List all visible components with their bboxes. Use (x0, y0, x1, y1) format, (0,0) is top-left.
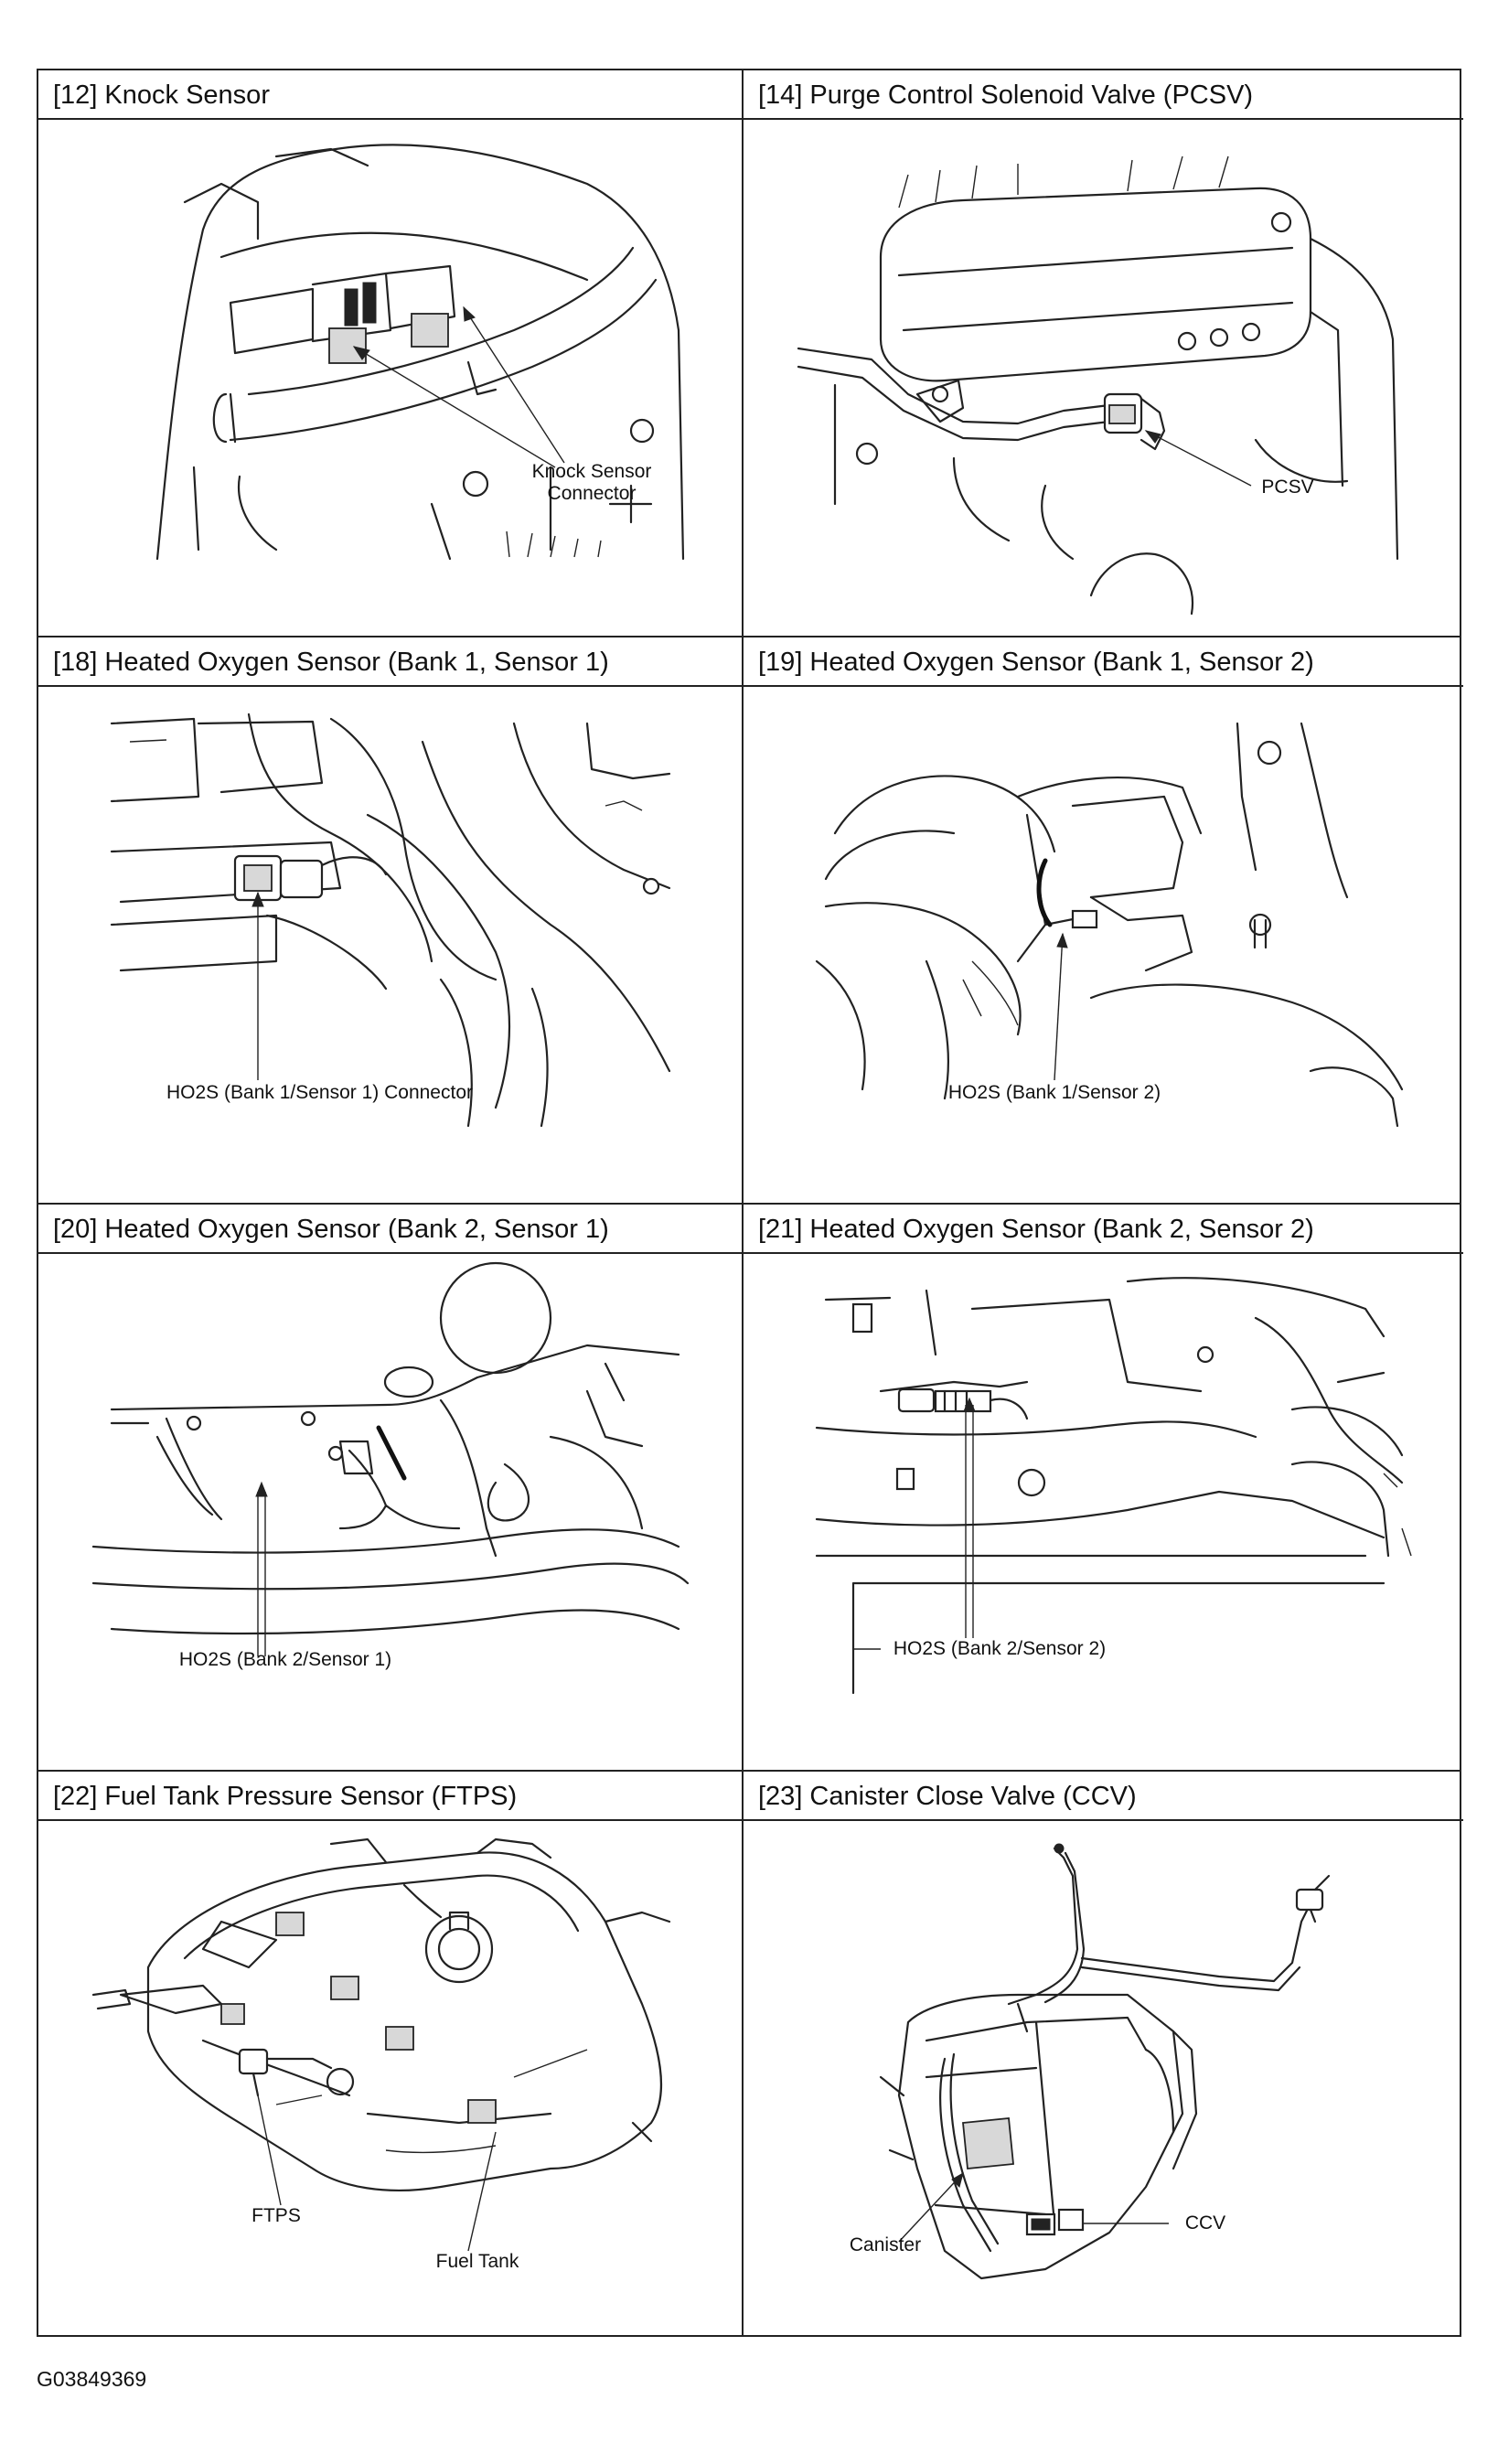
panel-title: [22] Fuel Tank Pressure Sensor (FTPS) (38, 1772, 742, 1821)
panel-title: [18] Heated Oxygen Sensor (Bank 1, Senso… (38, 637, 742, 687)
row-divider (38, 636, 1460, 637)
ftps-callout: FTPS (251, 2205, 301, 2226)
canister-callout: Canister (849, 2234, 922, 2255)
knock-sensor-drawing (155, 144, 685, 561)
ho2s-b2s2-drawing (815, 1277, 1412, 1695)
pcsv-drawing (797, 155, 1399, 616)
panel-ftps: [22] Fuel Tank Pressure Sensor (FTPS) (38, 1772, 742, 2337)
panel-pcsv: [14] Purge Control Solenoid Valve (PCSV) (744, 70, 1463, 636)
knock-sensor-callout-line2: Connector (547, 483, 637, 504)
panel-ho2s-bank2-sensor1: [20] Heated Oxygen Sensor (Bank 2, Senso… (38, 1205, 742, 1770)
panel-ho2s-bank1-sensor2: [19] Heated Oxygen Sensor (Bank 1, Senso… (744, 637, 1463, 1203)
ho2s-b2s1-callout: HO2S (Bank 2/Sensor 1) (178, 1649, 392, 1670)
ho2s-b1s2-callout: HO2S (Bank 1/Sensor 2) (947, 1082, 1161, 1103)
panel-ho2s-bank1-sensor1: [18] Heated Oxygen Sensor (Bank 1, Senso… (38, 637, 742, 1203)
knock-sensor-illustration: Knock Sensor Connector (38, 120, 742, 636)
panel-title: [19] Heated Oxygen Sensor (Bank 1, Senso… (744, 637, 1463, 687)
ftps-drawing (91, 1837, 671, 2252)
panel-ccv: [23] Canister Close Valve (CCV) (744, 1772, 1463, 2337)
panel-ho2s-bank2-sensor2: [21] Heated Oxygen Sensor (Bank 2, Senso… (744, 1205, 1463, 1770)
row-divider (38, 1770, 1460, 1772)
panel-title: [12] Knock Sensor (38, 70, 742, 120)
panel-title: [23] Canister Close Valve (CCV) (744, 1772, 1463, 1821)
ho2s-b2s2-illustration: HO2S (Bank 2/Sensor 2) (744, 1254, 1463, 1770)
ccv-callout: CCV (1184, 2212, 1226, 2234)
ho2s-b1s2-drawing (815, 722, 1404, 1128)
row-divider (38, 1203, 1460, 1205)
panel-title: [14] Purge Control Solenoid Valve (PCSV) (744, 70, 1463, 120)
pcsv-illustration: PCSV (744, 120, 1463, 636)
figure-code: G03849369 (37, 2367, 147, 2391)
pcsv-callout: PCSV (1261, 477, 1314, 498)
knock-sensor-callout: Knock Sensor (531, 461, 652, 482)
ho2s-b1s1-illustration: HO2S (Bank 1/Sensor 1) Connector (38, 687, 742, 1203)
ccv-drawing (879, 1843, 1331, 2280)
panel-title: [20] Heated Oxygen Sensor (Bank 2, Senso… (38, 1205, 742, 1254)
ho2s-b1s1-callout: HO2S (Bank 1/Sensor 1) Connector (166, 1082, 473, 1103)
ho2s-b2s2-callout: HO2S (Bank 2/Sensor 2) (893, 1638, 1107, 1659)
fuel-tank-callout: Fuel Tank (435, 2251, 519, 2272)
panel-knock-sensor: [12] Knock Sensor (38, 70, 742, 636)
ho2s-b1s2-illustration: HO2S (Bank 1/Sensor 2) (744, 687, 1463, 1203)
ho2s-b2s1-illustration: HO2S (Bank 2/Sensor 1) (38, 1254, 742, 1770)
diagram-sheet: [12] Knock Sensor (37, 69, 1463, 2337)
ho2s-b2s1-drawing (91, 1261, 690, 1656)
ccv-illustration: Canister CCV (744, 1821, 1463, 2337)
panel-title: [21] Heated Oxygen Sensor (Bank 2, Senso… (744, 1205, 1463, 1254)
ho2s-b1s1-drawing (110, 712, 671, 1128)
ftps-illustration: FTPS Fuel Tank (38, 1821, 742, 2337)
